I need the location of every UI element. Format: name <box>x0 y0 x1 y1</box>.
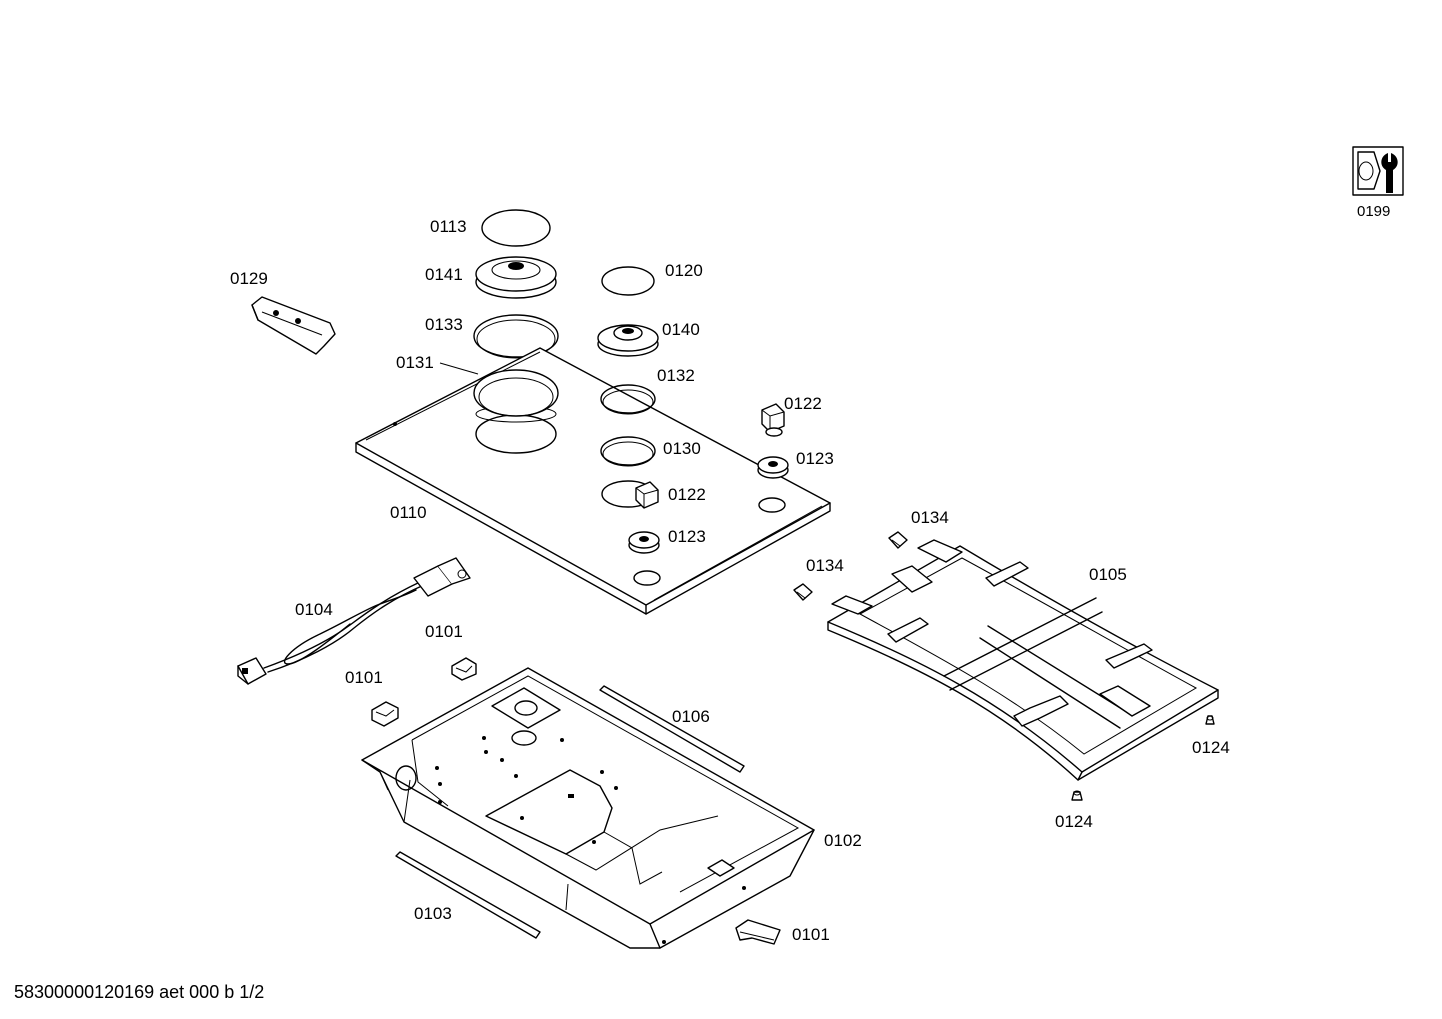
part-label-0122-lower: 0122 <box>668 485 706 504</box>
part-label-0123-lower: 0123 <box>668 527 706 546</box>
part-label-0105: 0105 <box>1089 565 1127 584</box>
part-label-0134-lower: 0134 <box>806 556 844 575</box>
burner-cap-large <box>481 209 551 247</box>
retaining-clip-0101-top <box>451 657 477 681</box>
part-label-0132: 0132 <box>657 366 695 385</box>
burner-cup-0131 <box>473 369 559 417</box>
part-label-0130: 0130 <box>663 439 701 458</box>
control-knob-0122-lower <box>635 481 659 509</box>
part-label-0113: 0113 <box>430 217 467 236</box>
part-label-0101-bottom: 0101 <box>792 925 830 944</box>
part-label-0124-bottom: 0124 <box>1055 812 1093 831</box>
part-label-0101-top: 0101 <box>425 622 463 641</box>
part-label-0110: 0110 <box>390 503 427 522</box>
part-label-0106: 0106 <box>672 707 710 726</box>
burner-head-small <box>597 324 659 357</box>
part-label-0141: 0141 <box>425 265 463 284</box>
service-tool-icon <box>1352 146 1404 196</box>
retaining-clip-0101-left <box>371 701 399 727</box>
part-label-0124-right: 0124 <box>1192 738 1230 757</box>
rubber-foot-0124-bottom <box>1071 790 1083 801</box>
control-knob-0122-upper <box>761 403 785 437</box>
seal-ring-0130 <box>600 436 656 467</box>
part-label-0123-upper: 0123 <box>796 449 834 468</box>
knob-bezel-0123-lower <box>628 531 660 554</box>
burner-head-large <box>475 256 557 299</box>
part-label-0103: 0103 <box>414 904 452 923</box>
part-label-0120: 0120 <box>665 261 703 280</box>
sealing-strip-0103 <box>395 851 541 939</box>
part-label-0134-upper: 0134 <box>911 508 949 527</box>
power-cable-0104 <box>237 557 471 685</box>
part-label-0131: 0131 <box>396 353 434 372</box>
knob-bezel-0123-upper <box>757 456 789 479</box>
retaining-clip-0101-bottom <box>735 919 781 945</box>
burner-cap-small <box>601 266 655 296</box>
part-label-0101-left: 0101 <box>345 668 383 687</box>
clip-0134-upper <box>888 531 908 549</box>
seal-ring-0132 <box>600 384 656 415</box>
bottom-housing-0102 <box>361 667 815 949</box>
part-label-0122-upper: 0122 <box>784 394 822 413</box>
part-label-0133: 0133 <box>425 315 463 334</box>
drawing-reference-footer: 58300000120169 aet 000 b 1/2 <box>14 982 264 1002</box>
part-label-0129: 0129 <box>230 269 268 288</box>
part-label-0102: 0102 <box>824 831 862 850</box>
rubber-foot-0124-right <box>1205 715 1215 725</box>
clip-0134-lower <box>793 583 813 601</box>
seal-ring-0133 <box>473 314 559 359</box>
part-label-0104: 0104 <box>295 600 333 619</box>
pan-support-grid-0105 <box>827 539 1219 781</box>
part-label-0140: 0140 <box>662 320 700 339</box>
part-label-0199: 0199 <box>1357 203 1390 220</box>
sealing-strip-0106 <box>599 685 745 773</box>
hob-top-plate-0110 <box>355 347 831 615</box>
mounting-bracket-0129 <box>251 296 336 355</box>
